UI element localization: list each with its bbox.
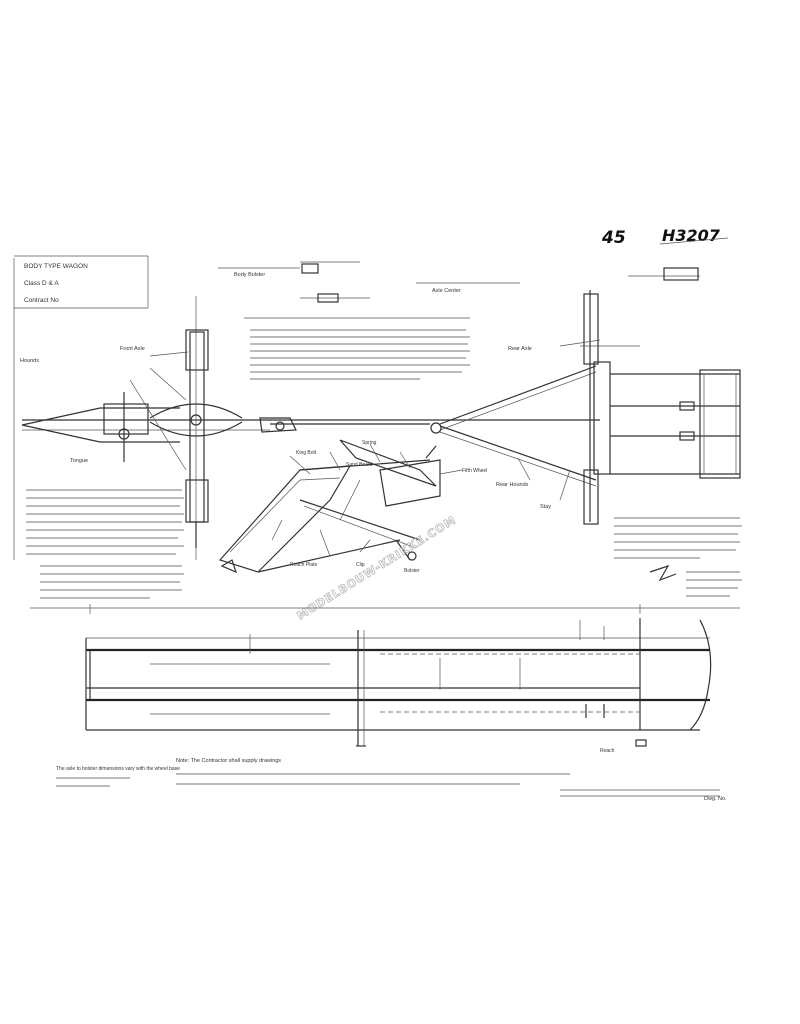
right-paragraph <box>614 517 742 597</box>
label-king-bolt: King Bolt <box>296 450 317 456</box>
footer-reference: Dwg. No. <box>704 796 727 802</box>
reach-clip <box>259 417 297 433</box>
iso-hound-frame <box>218 465 352 573</box>
reach-side-elevation <box>30 604 740 747</box>
title-line-1: BODY TYPE WAGON <box>24 263 88 270</box>
front-hound-block <box>103 403 149 435</box>
catalog-number: H3207 <box>662 226 721 245</box>
label-rear-hounds: Rear Hounds <box>496 482 529 488</box>
title-block: BODY TYPE WAGON Class D & A Contract No <box>13 255 149 560</box>
bottom-notes: The axle to bolster dimensions vary with… <box>56 758 727 802</box>
front-axle <box>185 296 209 560</box>
label-sand-board: Sand Board <box>346 462 373 468</box>
label-body-bolster: Body Bolster <box>234 272 265 278</box>
signature-mark <box>649 564 677 582</box>
label-stay: Stay <box>540 504 551 510</box>
left-paragraph <box>26 489 184 599</box>
bottom-left-note: The axle to bolster dimensions vary with… <box>56 766 180 772</box>
rear-hound-upper <box>439 365 597 425</box>
isometric-running-gear <box>218 439 463 574</box>
tongue-upper <box>21 407 180 426</box>
iso-bolster <box>339 439 437 487</box>
bottom-center-note: Note: The Contractor shall supply drawin… <box>176 758 281 764</box>
header-notes <box>218 261 700 319</box>
rear-bolster <box>610 369 741 479</box>
label-spring: Spring <box>362 440 377 446</box>
label-rear-axle: Rear Axle <box>508 346 532 352</box>
label-fifth-wheel: Fifth Wheel <box>462 468 487 474</box>
label-reach: Reach <box>600 748 615 754</box>
label-reach-plate: Reach Plate <box>290 562 317 568</box>
label-bolster: Bolster <box>404 568 420 574</box>
top-paragraph <box>250 329 470 380</box>
page-number: 45 <box>601 228 626 248</box>
label-clip: Clip <box>356 562 365 568</box>
running-gear-plan-view <box>21 290 741 560</box>
iso-axle-bed <box>379 459 441 507</box>
label-axle-center: Axle Center <box>432 288 461 294</box>
catalog-underline <box>659 237 729 245</box>
label-front-axle: Front Axle <box>120 346 145 352</box>
rear-axle <box>580 290 640 525</box>
label-tongue: Tongue <box>70 458 88 464</box>
label-front-hounds: Hounds <box>20 358 39 364</box>
tongue-lower <box>21 424 180 443</box>
title-line-3: Contract No <box>24 297 59 304</box>
title-line-2: Class D & A <box>24 280 59 287</box>
